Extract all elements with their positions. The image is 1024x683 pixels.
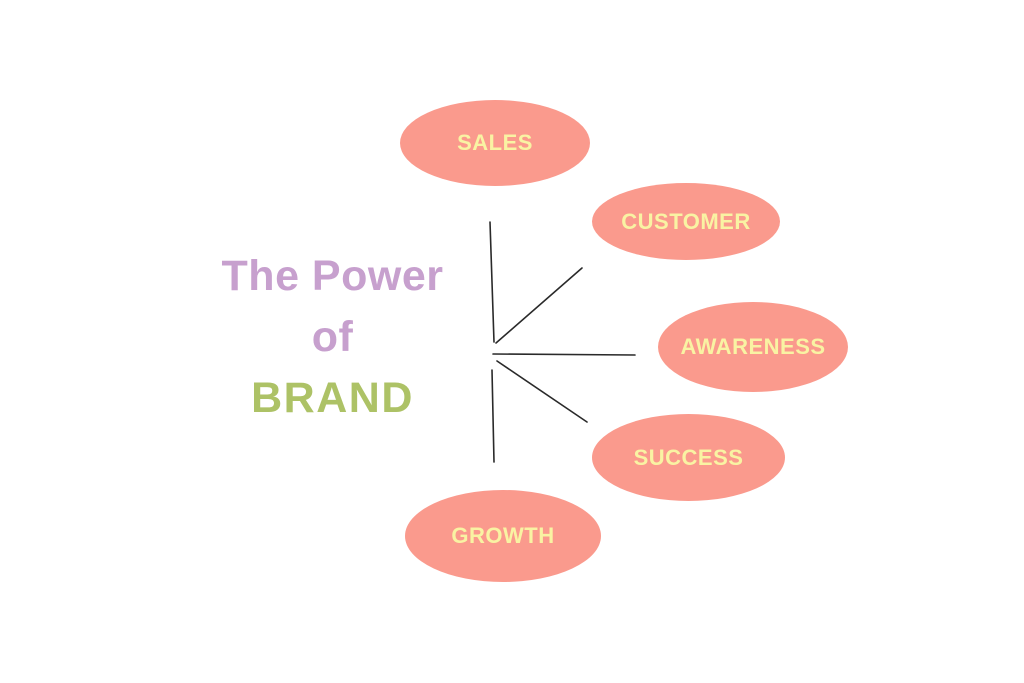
connector-line-awareness [492,353,636,356]
node-growth-label: GROWTH [451,523,555,548]
node-sales-label: SALES [457,130,533,155]
title-line-1: The Power [221,252,444,300]
node-sales: SALES [400,100,590,186]
node-awareness: AWARENESS [658,302,848,392]
connector-line-sales [489,221,495,343]
title-line-3: BRAND [251,374,414,422]
connector-line-growth [491,369,495,463]
node-awareness-label: AWARENESS [680,334,826,359]
connector-line-success [496,360,588,423]
title-line-2: of [311,313,354,361]
node-success-label: SUCCESS [633,444,744,470]
node-customer-label: CUSTOMER [621,208,751,234]
node-growth: GROWTH [405,490,601,582]
connector-line-customer [495,267,583,344]
node-success: SUCCESS [592,414,785,501]
diagram-title: The Power of BRAND [185,246,480,429]
node-customer: CUSTOMER [592,183,780,260]
